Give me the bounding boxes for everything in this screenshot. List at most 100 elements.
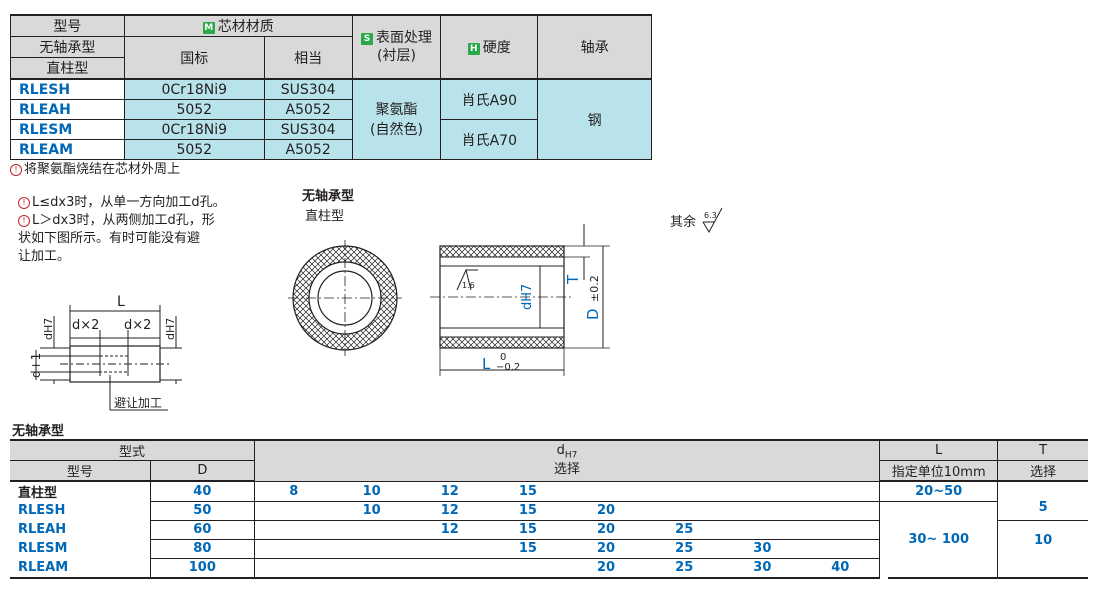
roughness-note: 其余 6.3 [670, 207, 723, 234]
d-cell [488, 558, 567, 579]
d-cell [723, 501, 802, 521]
hardness-label: 硬度 [482, 40, 511, 56]
d-cell [801, 520, 881, 540]
label-dh7-right: dH7 [164, 318, 177, 340]
d-cell: 25 [645, 520, 724, 540]
model-cell: RLESH [10, 78, 125, 100]
equivalent-cell: A5052 [263, 99, 353, 120]
d-cell [332, 558, 411, 579]
table-row: RLESH 50 10 12 15 20 30~ 100 [10, 501, 1088, 578]
d-cell [645, 481, 724, 502]
label-d-plus-1: d+1 [29, 353, 43, 378]
note-line-1: !L≤dx3时，从单一方向加工d孔。 [18, 194, 288, 212]
rest-label: 其余 [670, 214, 696, 230]
relief-sketch: L d×2 d×2 dH7 dH7 d+1 避让加工 [29, 294, 182, 411]
national-cell: 0Cr18Ni9 [123, 78, 265, 100]
drawing-title-2: 直柱型 [305, 209, 344, 224]
col-L-header: L [879, 439, 999, 461]
col-d-label: d [556, 443, 565, 459]
model-cell: RLEAH [10, 99, 125, 120]
D-cell: 100 [150, 558, 255, 579]
col-T-header: T [997, 439, 1088, 461]
col-L-sub: 指定单位10mm [879, 460, 999, 482]
d-cell [254, 558, 333, 579]
d-cell: 25 [645, 558, 724, 579]
roughness-bore: 1.6 [462, 281, 475, 290]
note-marker-icon: ! [18, 197, 30, 209]
core-material-label: 芯材材质 [217, 19, 274, 35]
sub-no-bearing: 无轴承型 [10, 36, 125, 58]
col-d-select: 选择 [553, 462, 580, 478]
national-cell: 0Cr18Ni9 [123, 119, 265, 140]
technical-drawing: L d×2 d×2 dH7 dH7 d+1 避让加工 无轴承型 直柱型 [29, 188, 723, 411]
roughness-main: 6.3 [704, 211, 717, 220]
d-cell [801, 501, 881, 521]
d-cell: 10 [332, 501, 411, 521]
footnote: !将聚氨酯烧结在芯材外周上 [10, 158, 180, 177]
d-cell [645, 501, 724, 521]
label-dx2-left: d×2 [72, 318, 99, 333]
d-cell [254, 520, 333, 540]
processing-notes: !L≤dx3时，从单一方向加工d孔。 !L＞dx3时，从两侧加工d孔，形 状如下… [18, 194, 288, 266]
model-cell: RLEAM [10, 139, 125, 160]
d-cell: 15 [488, 481, 567, 502]
d-cell: 15 [488, 539, 567, 559]
d-cell: 12 [410, 520, 489, 540]
national-cell: 5052 [123, 99, 265, 120]
d-cell: 12 [410, 481, 489, 502]
d-cell: 15 [488, 501, 567, 521]
label-relief: 避让加工 [114, 396, 162, 410]
note-text-1: L≤dx3时，从单一方向加工d孔。 [32, 195, 226, 210]
table-row: RLEAH 60 12 15 20 25 10 [10, 519, 1088, 578]
d-cell [723, 481, 802, 502]
col-equivalent-header: 相当 [263, 36, 353, 80]
d-cell [801, 539, 881, 559]
d-cell: 40 [801, 558, 881, 579]
note-marker-icon: ! [18, 215, 30, 227]
model-cell: 直柱型 [10, 481, 151, 501]
L-cell: 30~ 100 [879, 501, 999, 578]
label-dx2-right: d×2 [124, 318, 151, 333]
equivalent-cell: A5052 [263, 139, 353, 160]
D-cell: 40 [150, 481, 255, 502]
surface-label-2: (衬层) [377, 48, 416, 64]
note-line-2: !L＞dx3时，从两侧加工d孔，形 [18, 212, 288, 230]
d-cell: 20 [567, 520, 646, 540]
d-cell [410, 558, 489, 579]
sub-straight: 直柱型 [10, 57, 125, 80]
col-model-header: 型号 [10, 14, 125, 37]
d-cell: 15 [488, 520, 567, 540]
d-cell: 8 [254, 481, 333, 502]
table-row: RLESM 80 15 20 25 30 [10, 539, 1088, 559]
label-L-main: L [482, 355, 491, 373]
equivalent-cell: SUS304 [263, 119, 353, 140]
s-badge-icon: S [360, 33, 373, 45]
note-marker-icon: ! [10, 164, 22, 176]
hardness-cell: 肖氏A90 [440, 78, 539, 120]
d-cell: 12 [410, 501, 489, 521]
label-T: T [564, 274, 582, 285]
d-cell [332, 539, 411, 559]
D-cell: 50 [150, 501, 255, 521]
label-D-tol: ±0.2 [588, 275, 601, 302]
d-cell [410, 539, 489, 559]
equivalent-cell: SUS304 [263, 78, 353, 100]
d-cell: 30 [723, 539, 802, 559]
front-view [288, 240, 402, 356]
surface-value-2: (自然色) [370, 121, 423, 138]
label-dh7-main: dH7 [520, 284, 535, 310]
note-text-2a: L＞dx3时，从两侧加工d孔，形 [32, 213, 215, 228]
L-cell: 20~50 [879, 481, 999, 502]
d-cell: 10 [332, 481, 411, 502]
d-cell: 20 [567, 501, 646, 521]
label-L-tol-lower: −0.2 [496, 362, 520, 373]
col-national-header: 国标 [123, 36, 265, 80]
d-cell [801, 481, 881, 502]
dim-table-title: 无轴承型 [12, 424, 65, 439]
T-cell: 5 [1038, 500, 1048, 516]
